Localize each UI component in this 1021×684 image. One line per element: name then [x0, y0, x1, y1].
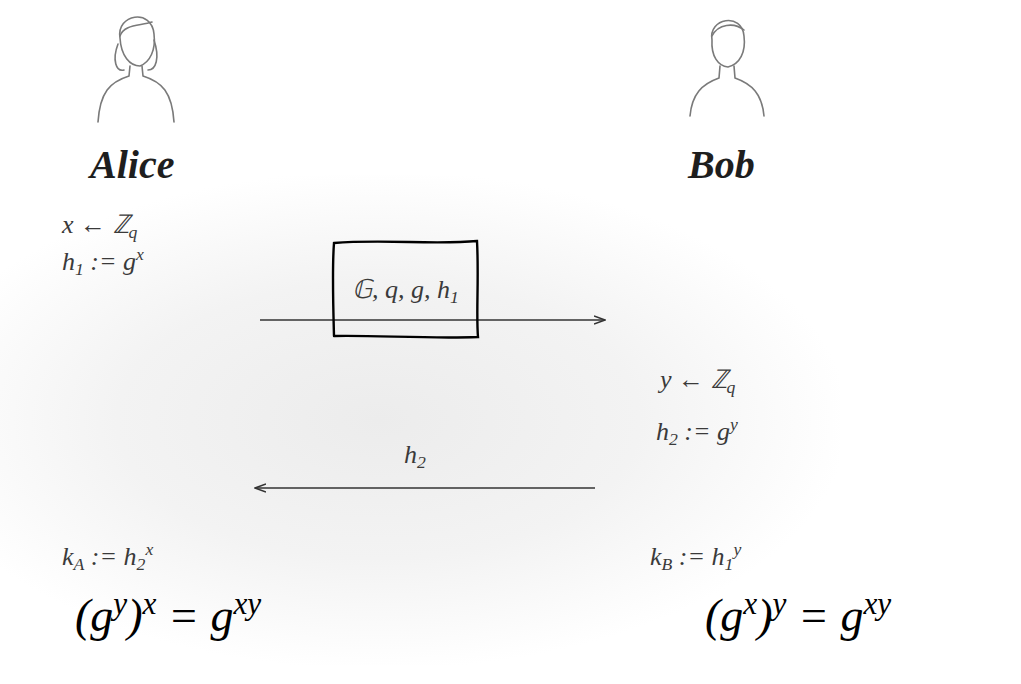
subscript: 2 [669, 429, 678, 449]
handwritten-note: (gx)y = gxy [705, 588, 891, 643]
message-arrow [255, 487, 595, 488]
math-step: x ← ℤq [62, 209, 137, 240]
math-step: h2 := gy [656, 416, 738, 447]
math-step: h1 := gx [62, 246, 144, 277]
superscript: y [733, 539, 741, 559]
superscript: x [145, 539, 153, 559]
party-name: Bob [688, 141, 755, 189]
key-formula: kA := h2x [62, 541, 153, 572]
superscript: xy [233, 586, 261, 621]
superscript: x [143, 586, 157, 621]
key-formula: kB := h1y [650, 541, 741, 572]
party-name: Alice [90, 141, 174, 189]
superscript: x [743, 586, 757, 621]
subscript: A [74, 554, 85, 574]
subscript: 1 [450, 287, 459, 307]
subscript: 1 [75, 259, 84, 279]
handwritten-box: 𝔾, q, g, h1 [330, 237, 481, 340]
bob-figure [690, 21, 764, 116]
math-step: y ← ℤq [660, 364, 735, 395]
subscript: q [727, 377, 736, 397]
box-text: 𝔾, q, g, h1 [352, 274, 459, 305]
message-label: h2 [404, 439, 426, 470]
superscript: x [136, 244, 144, 264]
superscript: y [113, 586, 127, 621]
subscript: q [129, 222, 138, 242]
subscript: 2 [137, 554, 146, 574]
superscript: y [730, 414, 738, 434]
superscript: y [773, 586, 787, 621]
superscript: xy [863, 586, 891, 621]
box-stroke [333, 241, 478, 338]
subscript: B [662, 554, 673, 574]
message-arrow [260, 319, 605, 320]
subscript: 2 [417, 452, 426, 472]
subscript: 1 [725, 554, 734, 574]
handwritten-note: (gy)x = gxy [75, 588, 261, 643]
alice-figure [98, 17, 174, 122]
